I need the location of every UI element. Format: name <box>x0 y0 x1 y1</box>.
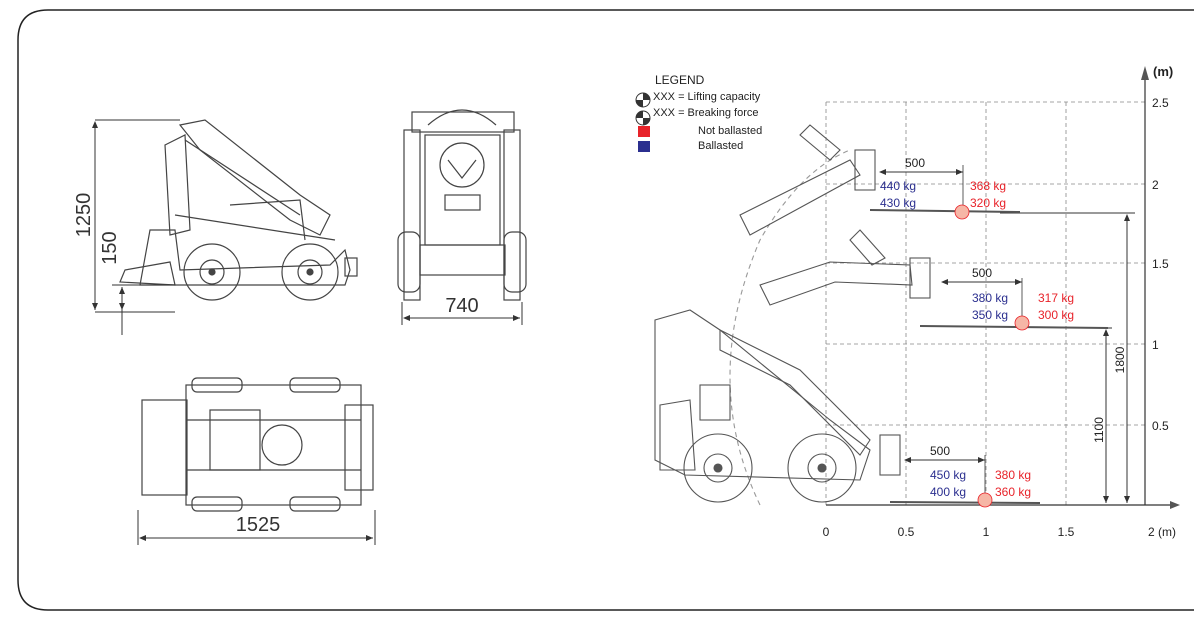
y-tick-label: 0.5 <box>1152 419 1169 433</box>
side-view-dimensions <box>92 119 180 335</box>
load-group-low: 500 450 kg 400 kg 380 kg 360 kg <box>904 444 1031 508</box>
y-tick-label: 2 <box>1152 178 1159 192</box>
legend: LEGEND XXX = Lifting capacity XXX = Brea… <box>635 73 762 152</box>
y-axis-unit: (m) <box>1153 64 1173 79</box>
front-view-dimensions <box>401 302 523 325</box>
legend-not-ballasted: Not ballasted <box>698 125 762 137</box>
page-frame <box>17 9 1194 611</box>
load-blue2-low: 400 kg <box>930 485 966 499</box>
y-tick-label: 1 <box>1152 338 1159 352</box>
dim-1800: 1800 <box>1113 346 1127 373</box>
front-view-drawing <box>397 109 527 301</box>
load-center-marker <box>954 204 970 220</box>
load-group-top: 500 440 kg 430 kg 368 kg 320 kg <box>879 156 1006 220</box>
top-view-dimensions <box>137 510 376 545</box>
load-red1-mid: 317 kg <box>1038 291 1074 305</box>
load-blue1-top: 440 kg <box>880 179 916 193</box>
load-red1-low: 380 kg <box>995 468 1031 482</box>
side-view-drawing <box>119 119 358 301</box>
breaking-force-icon <box>635 110 651 126</box>
load-blue2-top: 430 kg <box>880 196 916 210</box>
load-blue1-mid: 380 kg <box>972 291 1008 305</box>
load-group-mid: 500 380 kg 350 kg 317 kg 300 kg <box>941 266 1074 331</box>
lifting-capacity-icon <box>635 92 651 108</box>
y-axis-arrow-icon <box>1141 66 1149 80</box>
dim-1100: 1100 <box>1092 417 1106 443</box>
y-tick-label: 1.5 <box>1152 257 1169 271</box>
load-blue1-low: 450 kg <box>930 468 966 482</box>
load-offset-mid: 500 <box>972 266 992 280</box>
load-center-marker <box>1014 315 1030 331</box>
x-tick-label: 0.5 <box>898 525 915 539</box>
load-blue2-mid: 350 kg <box>972 308 1008 322</box>
legend-swatch-ballasted <box>638 141 650 152</box>
lift-chart-axes <box>826 78 1172 506</box>
load-red1-top: 368 kg <box>970 179 1006 193</box>
load-center-marker <box>977 492 993 508</box>
x-axis-arrow-icon <box>1170 501 1180 509</box>
load-red2-low: 360 kg <box>995 485 1031 499</box>
legend-swatch-not-ballasted <box>638 126 650 137</box>
load-offset-top: 500 <box>905 156 925 170</box>
load-offset-low: 500 <box>930 444 950 458</box>
dim-front-width: 740 <box>445 295 478 317</box>
y-tick-label: 2.5 <box>1152 96 1169 110</box>
top-view-drawing <box>141 377 374 512</box>
dim-ground-clearance: 150 <box>99 231 121 264</box>
chart-machine-drawing <box>654 124 1109 506</box>
x-tick-label: 0 <box>823 525 830 539</box>
load-red2-mid: 300 kg <box>1038 308 1074 322</box>
x-tick-label: 2 (m) <box>1148 525 1176 539</box>
legend-lifting: XXX = Lifting capacity <box>653 91 761 103</box>
legend-breaking: XXX = Breaking force <box>653 107 758 119</box>
x-tick-label: 1.5 <box>1058 525 1075 539</box>
dim-top-length: 1525 <box>236 514 281 536</box>
dim-side-height: 1250 <box>73 193 95 238</box>
x-tick-label: 1 <box>983 525 990 539</box>
legend-ballasted: Ballasted <box>698 140 743 152</box>
legend-title: LEGEND <box>655 73 705 87</box>
load-red2-top: 320 kg <box>970 196 1006 210</box>
